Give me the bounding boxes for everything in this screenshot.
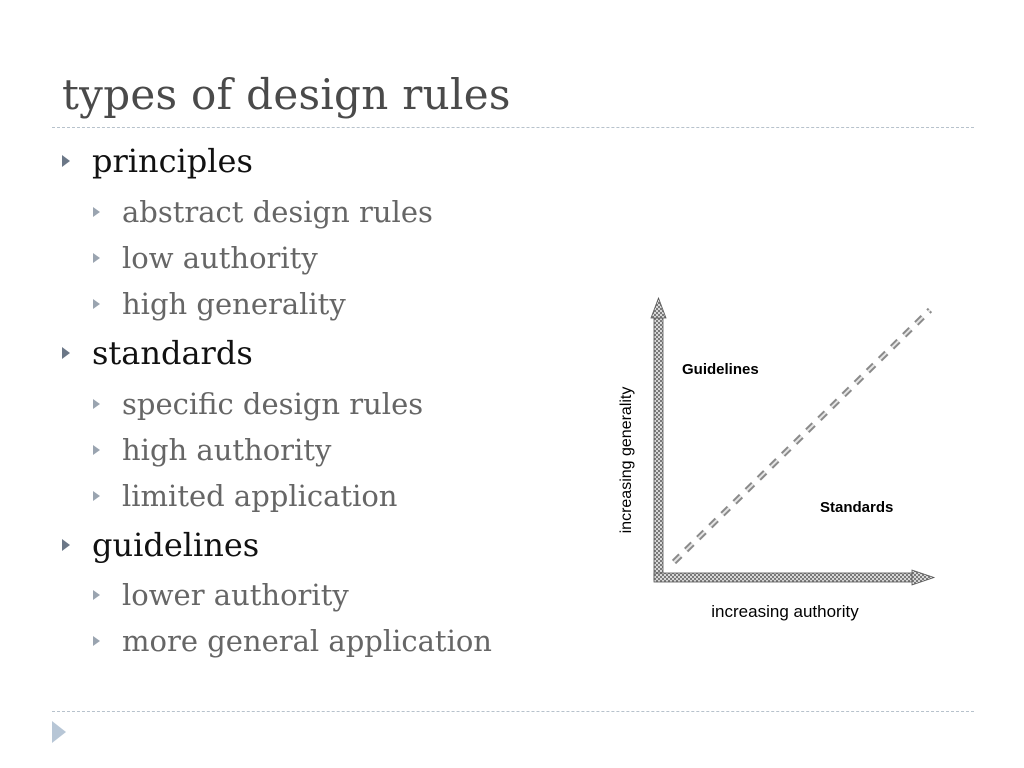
bullet-guidelines: guidelines [62, 526, 259, 564]
bullet-label: standards [92, 334, 253, 372]
sub-bullet-marker-icon [93, 399, 100, 409]
x-axis-arrow [653, 569, 936, 586]
sub-bullet-marker-icon [93, 491, 100, 501]
title-divider [52, 127, 974, 128]
sub-bullet: lower authority [93, 578, 349, 612]
sub-bullet-label: more general application [122, 624, 492, 658]
sub-bullet-label: high authority [122, 433, 332, 467]
bullet-marker-icon [62, 155, 70, 167]
sub-bullet: high authority [93, 433, 331, 467]
sub-bullet: specific design rules [93, 387, 423, 421]
sub-bullet-label: high generality [122, 287, 346, 321]
sub-bullet-marker-icon [93, 299, 100, 309]
slide-title: types of design rules [62, 70, 511, 119]
bullet-label: guidelines [92, 526, 260, 564]
sub-bullet-marker-icon [93, 253, 100, 263]
sub-bullet-label: lower authority [122, 578, 349, 612]
sub-bullet: low authority [93, 241, 318, 275]
bullet-standards: standards [62, 334, 253, 372]
bullet-principles: principles [62, 142, 253, 180]
sub-bullet-label: abstract design rules [122, 195, 433, 229]
authority-generality-diagram: Guidelines Standards increasing generali… [618, 296, 936, 621]
next-slide-icon[interactable] [52, 721, 66, 743]
region-label-standards: Standards [820, 499, 893, 516]
sub-bullet: limited application [93, 479, 398, 513]
region-label-guidelines: Guidelines [682, 361, 759, 378]
sub-bullet-label: limited application [122, 479, 398, 513]
bullet-marker-icon [62, 539, 70, 551]
bullet-marker-icon [62, 347, 70, 359]
sub-bullet-marker-icon [93, 207, 100, 217]
sub-bullet-marker-icon [93, 636, 100, 646]
bullet-label: principles [92, 142, 253, 180]
footer-divider [52, 711, 974, 712]
sub-bullet: more general application [93, 624, 492, 658]
sub-bullet-marker-icon [93, 590, 100, 600]
sub-bullet-marker-icon [93, 445, 100, 455]
y-axis-arrow [650, 296, 667, 581]
sub-bullet: abstract design rules [93, 195, 433, 229]
y-axis-label: increasing generality [618, 387, 635, 534]
sub-bullet-label: specific design rules [122, 387, 424, 421]
bullet-list: principles abstract design rules low aut… [62, 142, 492, 658]
sub-bullet-label: low authority [122, 241, 318, 275]
x-axis-label: increasing authority [711, 602, 859, 621]
sub-bullet: high generality [93, 287, 346, 321]
